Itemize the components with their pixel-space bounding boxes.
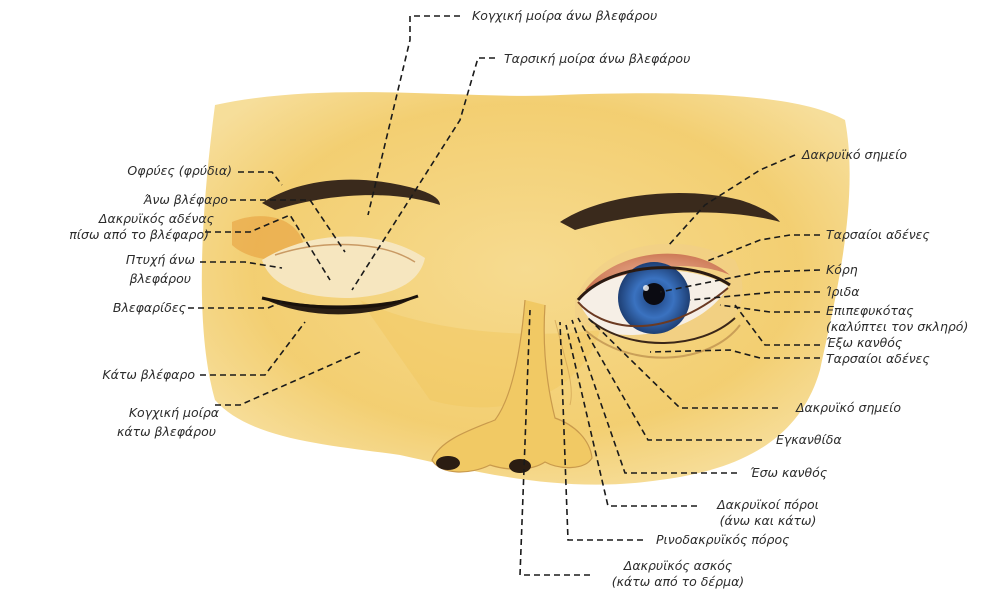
- label-epipefikotas-2: (καλύπτει τον σκληρό): [826, 320, 968, 334]
- label-tarsaioi-top: Ταρσαίοι αδένες: [826, 228, 930, 242]
- label-dakruikos-adenas-1: Δακρυϊκός αδένας: [99, 212, 214, 226]
- label-dakruikos-askos-2: (κάτω από το δέρμα): [598, 575, 758, 589]
- label-ofrues: Οφρύες (φρύδια): [127, 164, 232, 178]
- label-tarsaioi-bottom: Ταρσαίοι αδένες: [826, 352, 930, 366]
- label-koinikimoira-kato-1: Κογχική μοίρα: [129, 406, 219, 420]
- label-egkanthida: Εγκανθίδα: [776, 433, 842, 447]
- label-eso-kanthos: Έσω κανθός: [750, 466, 827, 480]
- label-koinikimoira-kato-2: κάτω βλεφάρου: [117, 425, 216, 439]
- label-kato-blefaro: Κάτω βλέφαρο: [102, 368, 195, 382]
- label-rinodakruikos: Ρινοδακρυϊκός πόρος: [656, 533, 789, 547]
- label-ptuxi-1: Πτυχή άνω: [126, 253, 195, 267]
- right-nostril: [509, 459, 531, 473]
- left-nostril: [436, 456, 460, 470]
- label-exo-kanthos: Έξω κανθός: [826, 336, 902, 350]
- label-epipefikotas-1: Επιπεφυκότας: [826, 304, 914, 318]
- label-dakruikos-adenas-2: πίσω από το βλέφαρο): [0, 228, 209, 242]
- label-blefarides: Βλεφαρίδες: [113, 301, 186, 315]
- label-tarsiki-ano: Ταρσική μοίρα άνω βλεφάρου: [504, 52, 690, 66]
- label-ano-blefaro: Άνω βλέφαρο: [144, 193, 228, 207]
- label-dakruikos-askos-1: Δακρυϊκός ασκός: [598, 559, 758, 573]
- label-koinikimoira-ano: Κογχική μοίρα άνω βλεφάρου: [472, 9, 657, 23]
- label-ptuxi-2: βλεφάρου: [130, 272, 191, 286]
- label-kori: Κόρη: [826, 263, 858, 277]
- label-dakruikoi-poroi-1: Δακρυϊκοί πόροι: [708, 498, 828, 512]
- label-irida: Ίριδα: [826, 285, 859, 299]
- label-dakruikoi-poroi-2: (άνω και κάτω): [708, 514, 828, 528]
- label-dakruiko-simeio-bottom: Δακρυϊκό σημείο: [796, 401, 901, 415]
- label-dakruiko-simeio-top: Δακρυϊκό σημείο: [802, 148, 907, 162]
